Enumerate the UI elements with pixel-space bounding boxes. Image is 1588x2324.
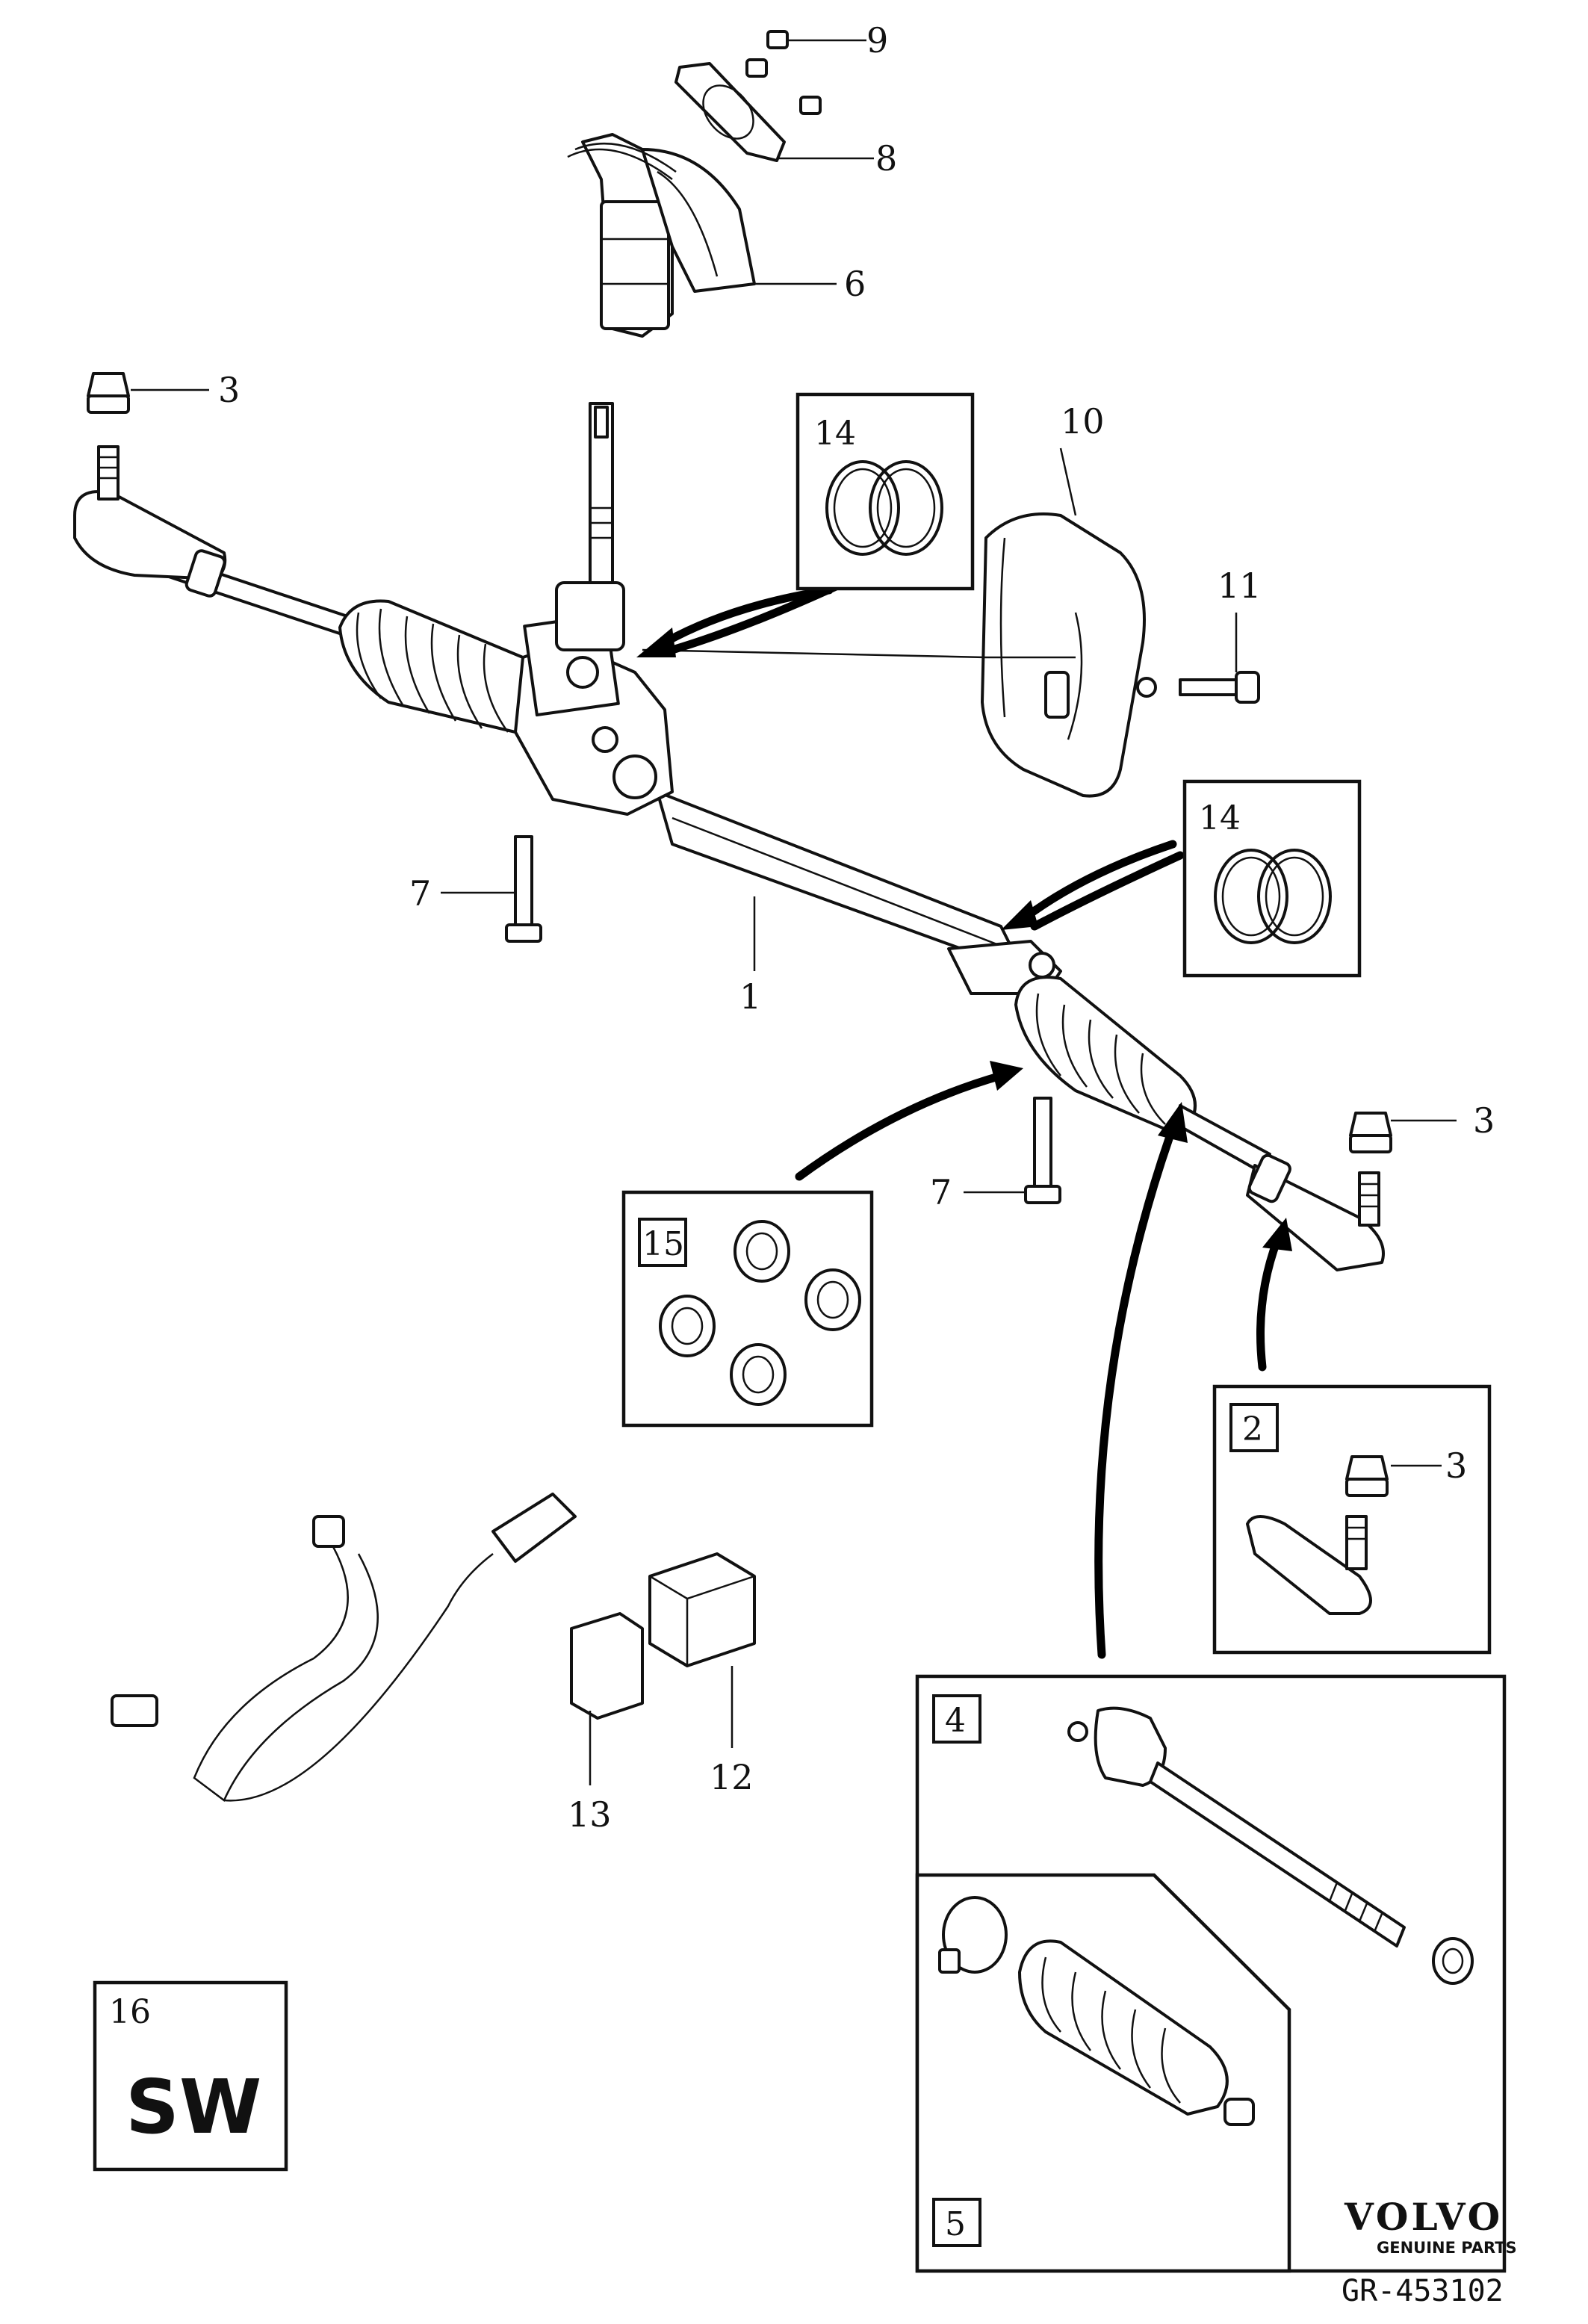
arrow-4 <box>1094 1102 1188 1659</box>
callout-11: 11 <box>1218 565 1262 606</box>
box-label-16: 16 <box>109 1993 151 2031</box>
wiring-harness <box>111 1493 577 1802</box>
shield-bolt <box>1136 671 1260 704</box>
tie-rod-nut-right <box>1349 1112 1392 1153</box>
control-module <box>648 1552 756 1667</box>
box-label-14-upper: 14 <box>814 415 856 453</box>
boot-kit <box>938 1896 1255 2126</box>
clamp-rings <box>659 1220 861 1406</box>
callout-3-right: 3 <box>1473 1100 1495 1141</box>
arrow-14a <box>636 578 849 657</box>
plate-nuts <box>745 30 822 115</box>
rack-bolt-left <box>505 835 542 943</box>
callout-10: 10 <box>1061 401 1105 441</box>
callout-3-box2: 3 <box>1445 1445 1467 1486</box>
box-label-5: 5 <box>945 2205 966 2243</box>
callout-3-left: 3 <box>218 370 240 410</box>
callout-7-right: 7 <box>930 1172 952 1212</box>
column-connector <box>567 133 756 338</box>
box-label-2: 2 <box>1242 1410 1263 1448</box>
arrow-2 <box>1256 1218 1292 1372</box>
left-bellow-boot <box>338 599 530 734</box>
sw-label: SW <box>125 2063 261 2151</box>
callout-7-left: 7 <box>409 873 431 914</box>
callout-6: 6 <box>844 264 866 304</box>
figure-code: GR-453102 <box>1342 2274 1504 2308</box>
kit-box-14-upper: 14 <box>795 392 975 591</box>
arrow-15 <box>795 1061 1023 1181</box>
inner-tie-rod <box>1067 1706 1474 1985</box>
box-label-14-lower: 14 <box>1199 799 1241 837</box>
callout-1: 1 <box>739 976 761 1017</box>
mounting-plate <box>674 62 786 162</box>
kit-box-2: 2 3 <box>1212 1384 1492 1655</box>
kit-box-14-lower: 14 <box>1182 779 1362 978</box>
callout-12: 12 <box>710 1757 754 1797</box>
callout-13: 13 <box>568 1794 612 1835</box>
rack-bolt-right <box>1024 1097 1061 1204</box>
volvo-logo: VOLVO GENUINE PARTS <box>1344 2195 1517 2257</box>
software-box-16: 16 SW <box>93 1980 288 2172</box>
box-label-15: 15 <box>642 1225 684 1263</box>
brand-name: VOLVO <box>1344 2195 1503 2239</box>
arrow-14b <box>1001 840 1185 931</box>
steering-rack <box>73 402 1385 1271</box>
callout-8: 8 <box>875 138 897 179</box>
kit-box-15: 15 <box>621 1190 874 1428</box>
kit-box-5: 5 <box>915 1873 1291 2273</box>
tie-rod-nut-left <box>87 372 130 414</box>
callout-9: 9 <box>866 20 888 61</box>
heat-shield <box>981 512 1146 798</box>
brand-tagline: GENUINE PARTS <box>1377 2239 1517 2257</box>
module-bracket <box>570 1612 644 1720</box>
box-label-4: 4 <box>945 1702 966 1740</box>
